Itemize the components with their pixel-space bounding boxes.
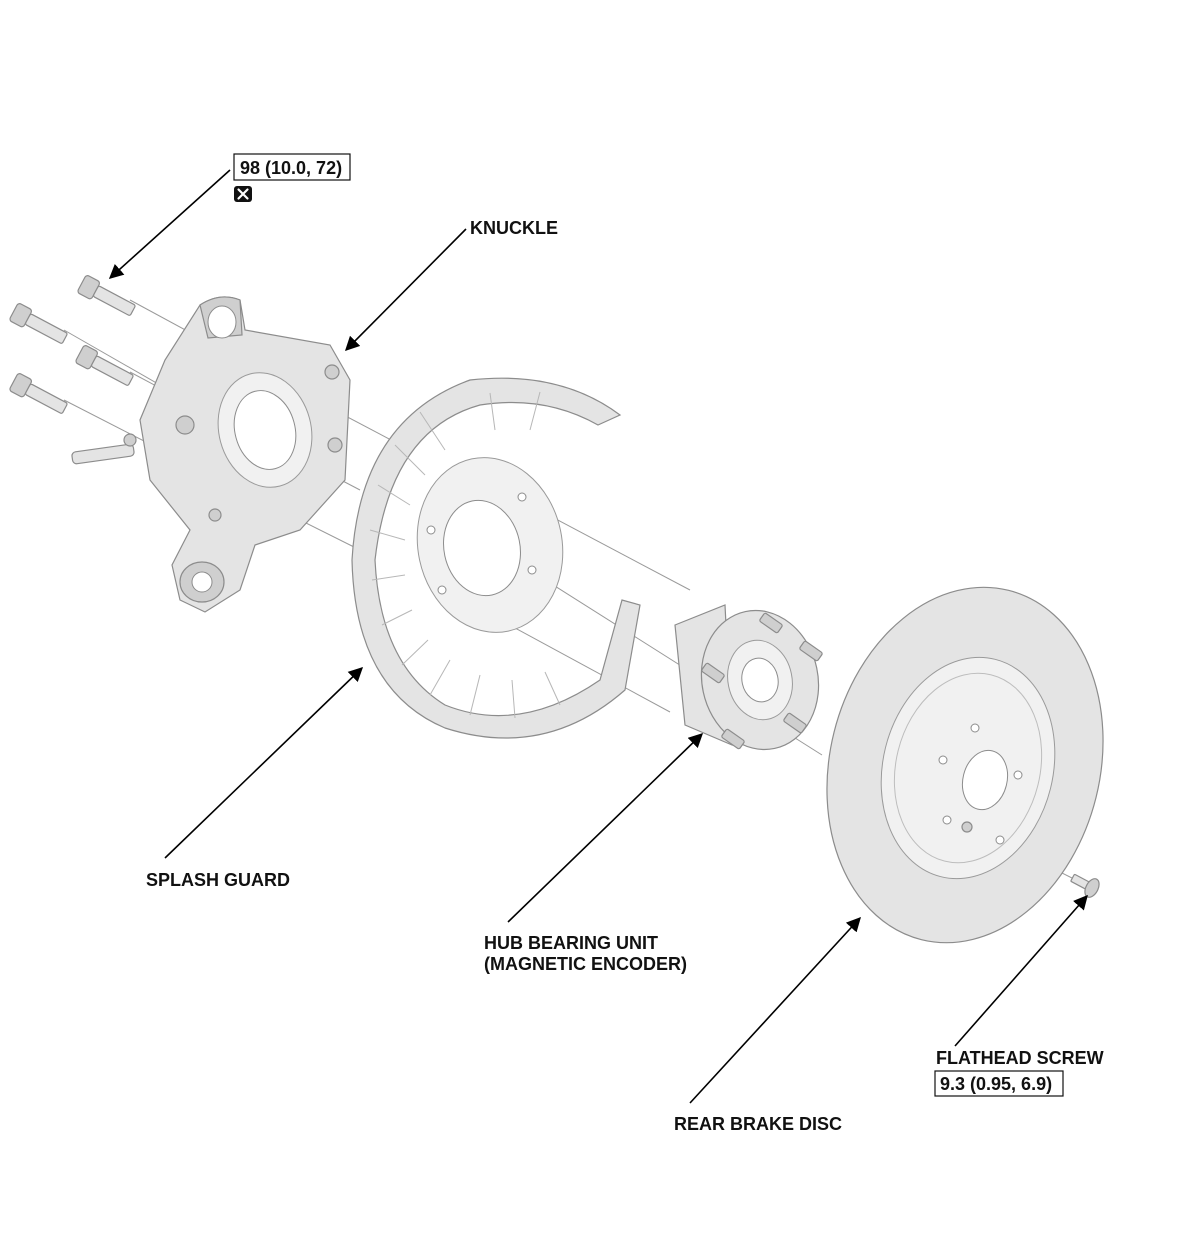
x-box-icon [234,186,252,202]
knuckle-bolt-torque-spec: 98 (10.0, 72) [233,153,351,202]
splash-guard-part [351,377,641,739]
hub-bearing-unit-part [674,604,823,751]
hub-bearing-unit-label: HUB BEARING UNIT [484,933,658,953]
leader-lines [108,169,1088,1104]
knuckle-bolt-4 [9,373,68,414]
flathead-screw-part [1070,873,1100,898]
flathead-screw-torque-text: 9.3 (0.95, 6.9) [940,1074,1052,1094]
knuckle-bolt-3 [75,345,134,386]
rear-brake-disc-part [826,586,1104,944]
rear-brake-disc-label: REAR BRAKE DISC [674,1114,842,1134]
knuckle-label: KNUCKLE [470,218,558,238]
knuckle-bolt-1 [77,275,136,316]
flathead-screw-label: FLATHEAD SCREW [936,1048,1104,1068]
knuckle-part [71,296,351,613]
knuckle-bolt-2 [9,303,68,344]
magnetic-encoder-label: (MAGNETIC ENCODER) [484,954,687,974]
splash-guard-label: SPLASH GUARD [146,870,290,890]
knuckle-bolt-torque-text: 98 (10.0, 72) [240,158,342,178]
flathead-screw-torque-spec: 9.3 (0.95, 6.9) [934,1070,1064,1097]
